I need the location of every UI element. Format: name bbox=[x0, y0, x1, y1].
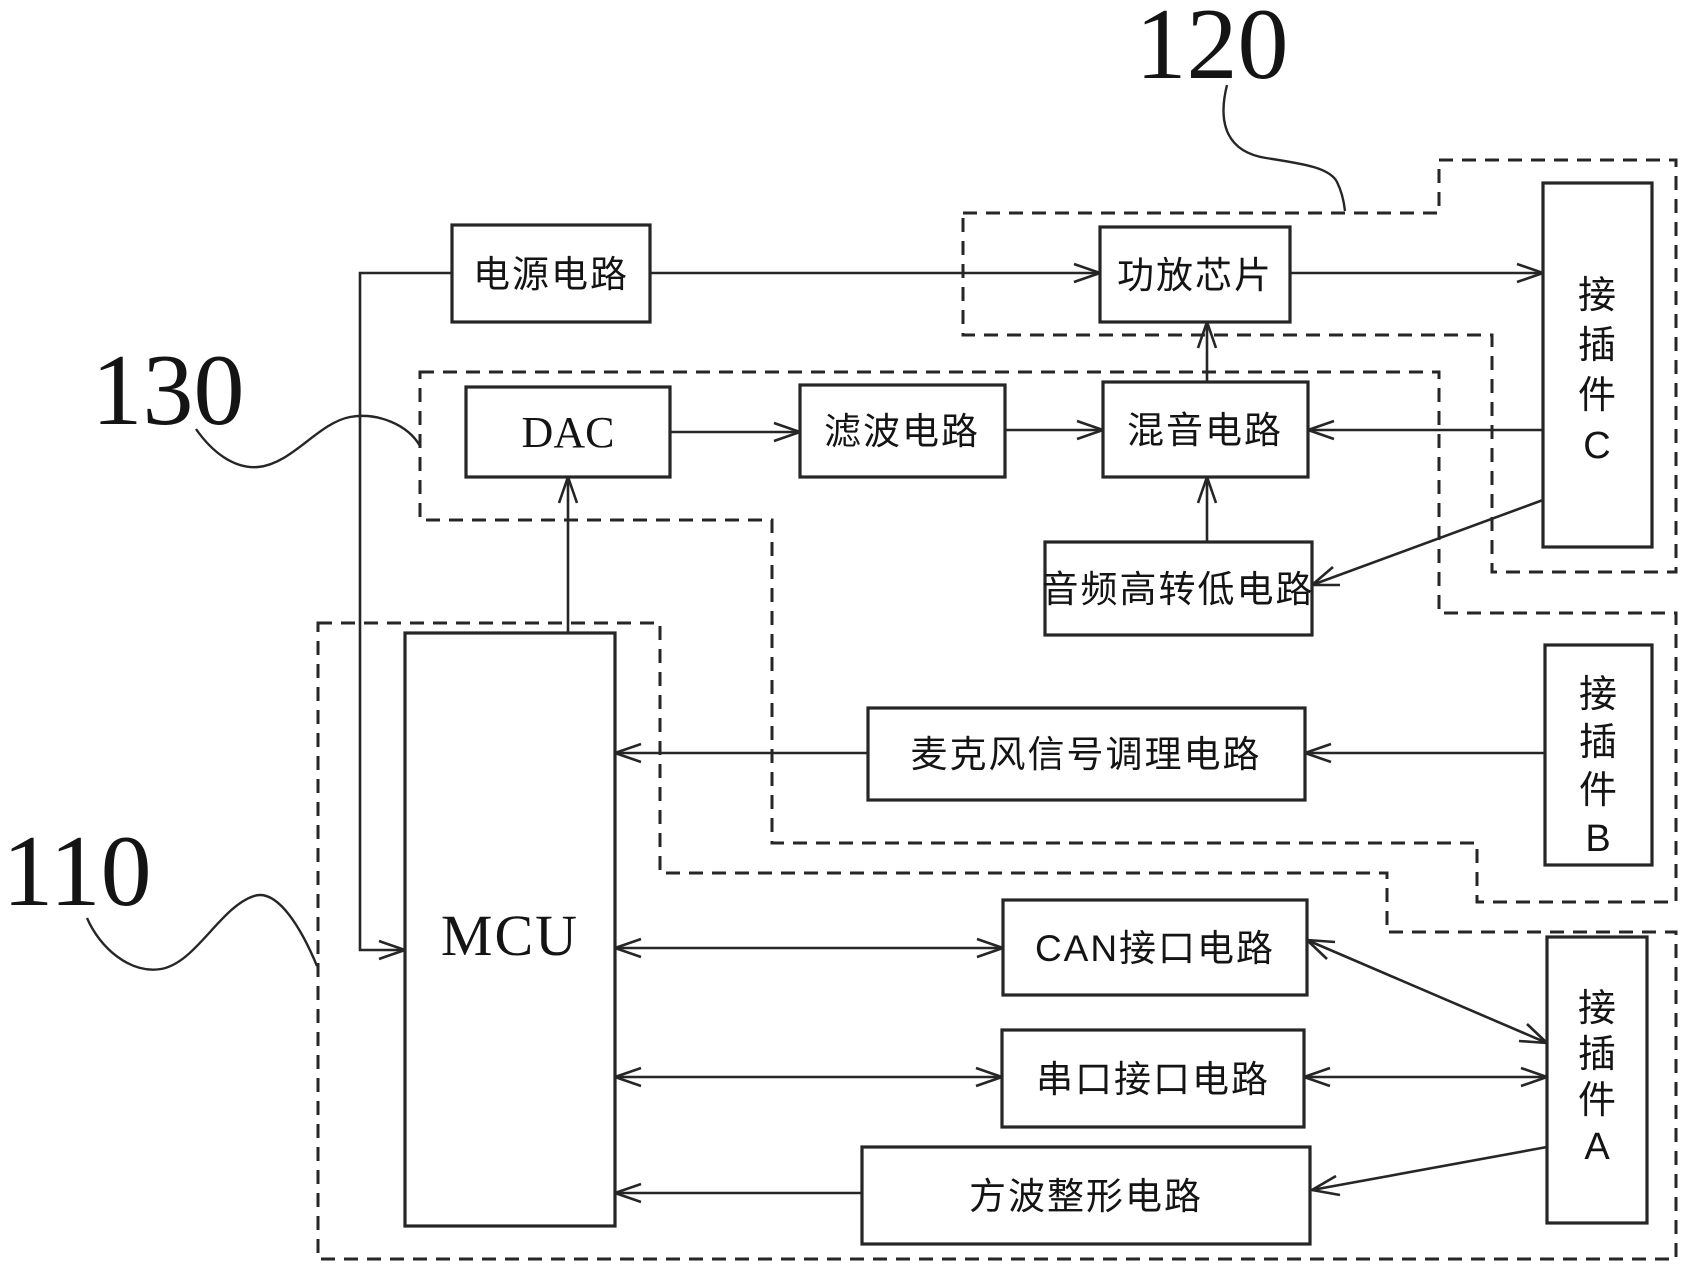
label-connector-c-char-3: 件 bbox=[1578, 375, 1616, 417]
label-connector-b-char-4: B bbox=[1585, 818, 1610, 860]
label-mic-conditioning-circuit: 麦克风信号调理电路 bbox=[911, 734, 1262, 775]
label-serial-interface-circuit: 串口接口电路 bbox=[1036, 1059, 1270, 1100]
leader-120 bbox=[1222, 84, 1347, 212]
block-connector-c bbox=[1541, 181, 1654, 549]
ref-label-130: 130 bbox=[92, 334, 245, 447]
label-connector-a-char-3: 件 bbox=[1578, 1080, 1616, 1122]
line-conn-c-to-audioconv bbox=[1311, 498, 1544, 587]
label-connector-a-char-2: 插 bbox=[1578, 1034, 1616, 1076]
label-connector-b-char-3: 件 bbox=[1579, 770, 1617, 812]
label-power-circuit: 电源电路 bbox=[473, 254, 629, 295]
label-connector-c-char-2: 插 bbox=[1578, 325, 1616, 367]
block-serial-interface-circuit bbox=[1000, 1028, 1306, 1129]
block-audio-converter-circuit bbox=[1043, 540, 1314, 637]
group-130-boundary bbox=[418, 370, 1678, 904]
block-power-circuit bbox=[450, 223, 652, 324]
label-can-interface-circuit: CAN接口电路 bbox=[1035, 928, 1275, 969]
block-amp-chip bbox=[1098, 225, 1292, 324]
arrowhead-into-square bbox=[1308, 1174, 1341, 1197]
label-audio-converter-circuit: 音频高转低电路 bbox=[1042, 569, 1315, 610]
block-filter-circuit bbox=[798, 383, 1007, 479]
ref-label-110: 110 bbox=[2, 815, 151, 928]
group-120-boundary bbox=[961, 158, 1678, 574]
line-power-to-mcu bbox=[358, 271, 452, 952]
block-mixer-circuit bbox=[1101, 380, 1310, 479]
block-connector-a bbox=[1545, 935, 1649, 1225]
label-connector-c-char-1: 接 bbox=[1578, 275, 1616, 317]
block-connector-b bbox=[1543, 643, 1654, 867]
line-can-conn-a bbox=[1306, 938, 1548, 1045]
block-can-interface-circuit bbox=[1001, 898, 1309, 997]
block-mic-conditioning-circuit bbox=[866, 706, 1307, 802]
label-mcu: MCU bbox=[441, 903, 579, 968]
line-conn-a-to-square bbox=[1311, 1145, 1548, 1192]
label-connector-a-char-4: A bbox=[1584, 1126, 1610, 1168]
leader-110 bbox=[85, 893, 319, 971]
label-square-wave-circuit: 方波整形电路 bbox=[969, 1176, 1203, 1217]
label-mixer-circuit: 混音电路 bbox=[1127, 410, 1283, 451]
ref-label-120: 120 bbox=[1136, 0, 1289, 101]
label-connector-b-char-1: 接 bbox=[1579, 674, 1617, 716]
block-mcu bbox=[403, 631, 617, 1228]
group-110-boundary bbox=[316, 621, 1678, 1261]
label-dac: DAC bbox=[522, 408, 615, 457]
block-square-wave-circuit bbox=[860, 1145, 1312, 1246]
label-connector-b-char-2: 插 bbox=[1579, 722, 1617, 764]
leader-130 bbox=[195, 414, 422, 469]
block-dac bbox=[464, 385, 672, 479]
label-connector-a-char-1: 接 bbox=[1578, 988, 1616, 1030]
label-connector-c-char-4: C bbox=[1583, 425, 1610, 467]
label-filter-circuit: 滤波电路 bbox=[824, 411, 980, 452]
label-amp-chip: 功放芯片 bbox=[1117, 255, 1273, 296]
